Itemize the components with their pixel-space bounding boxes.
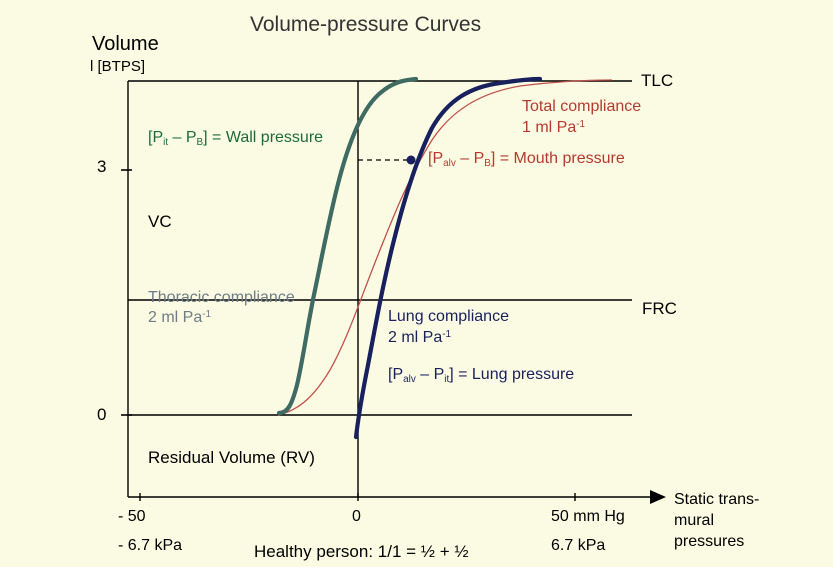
mouth-pressure-point	[406, 155, 416, 165]
mouth-pressure-annotation: [Palv – PB] = Mouth pressure	[428, 150, 625, 170]
lung-pressure-annotation: [Palv – Pit] = Lung pressure	[388, 366, 575, 386]
residual-volume-label: Residual Volume (RV)	[148, 448, 315, 467]
total-compliance-curve	[277, 79, 613, 416]
x-axis-arrow	[650, 490, 666, 504]
y-axis-label-units: l [BTPS]	[90, 58, 146, 75]
footer-note: Healthy person: 1/1 = ½ + ½	[254, 542, 469, 561]
x-tick-label-0: 0	[352, 508, 361, 525]
y-axis-label-volume: Volume	[92, 33, 159, 55]
x-tick-label-50mmhg: 50 mm Hg	[551, 508, 625, 525]
x-tick-label-6-7kpa: 6.7 kPa	[551, 537, 606, 554]
tlc-label: TLC	[641, 71, 674, 90]
wall-compliance-curve	[276, 76, 419, 416]
y-tick-label-3: 3	[97, 157, 107, 176]
x-tick-label-minus6-7kpa: - 6.7 kPa	[118, 537, 183, 554]
frc-label: FRC	[642, 299, 677, 318]
vc-label: VC	[148, 212, 172, 231]
x-tick-label-minus50: - 50	[118, 508, 146, 525]
wall-pressure-annotation: [Pit – PB] = Wall pressure	[148, 129, 324, 149]
y-tick-label-0: 0	[97, 405, 107, 424]
page-title: Volume-pressure Curves	[250, 13, 482, 36]
lung-compliance-curve	[353, 76, 543, 440]
